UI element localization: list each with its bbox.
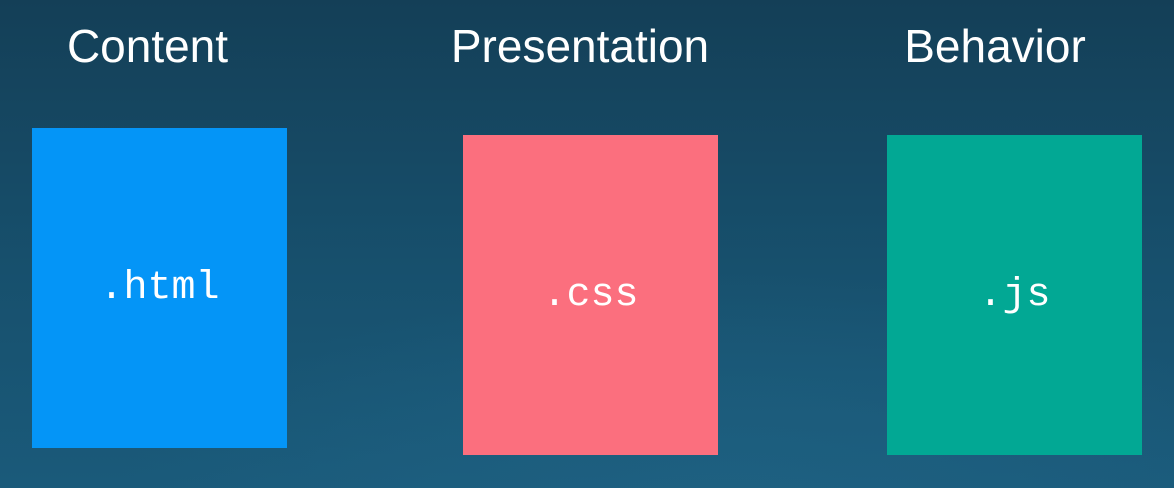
css-file-label: .css <box>542 272 639 318</box>
js-file-card: .js <box>887 135 1142 455</box>
content-heading: Content <box>66 20 229 72</box>
html-file-label: .html <box>99 265 220 311</box>
html-file-card: .html <box>32 128 287 448</box>
behavior-heading: Behavior <box>904 20 1086 72</box>
js-file-label: .js <box>978 272 1051 318</box>
css-file-card: .css <box>463 135 718 455</box>
presentation-heading: Presentation <box>450 20 710 72</box>
